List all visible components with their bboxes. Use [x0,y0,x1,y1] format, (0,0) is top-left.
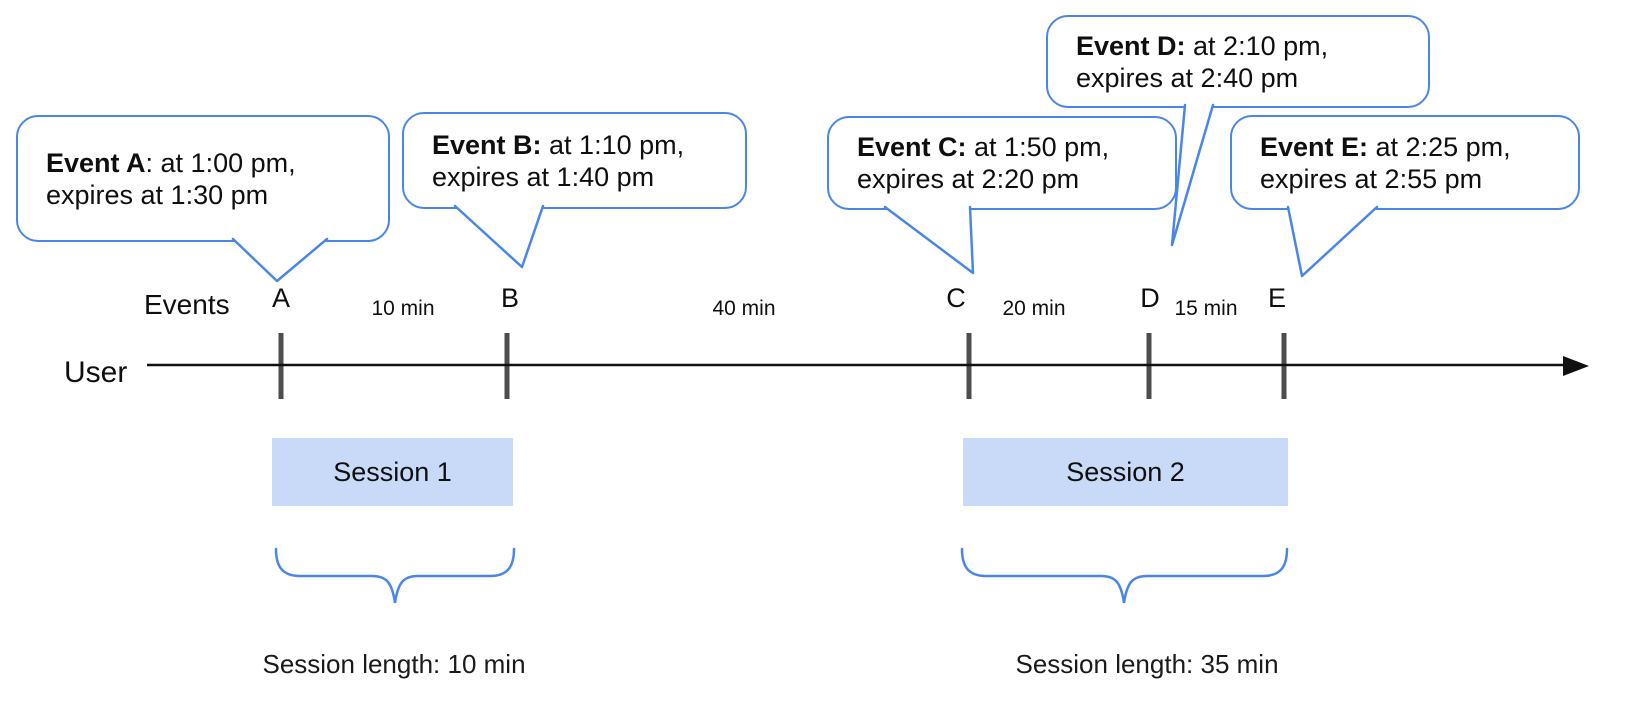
tick-label-e: E [1267,283,1287,313]
bubble-a-expiry: expires at 1:30 pm [46,179,269,210]
tick-a [278,333,284,399]
bubble-c-tail [883,205,975,275]
bubble-a-tail [231,237,329,283]
session-1-box: Session 1 [272,438,513,506]
event-bubble-e: Event E: at 2:25 pm, expires at 2:55 pm [1230,115,1580,210]
tick-c [966,333,972,399]
bubble-a-text: Event A: at 1:00 pm, expires at 1:30 pm [46,147,296,210]
tick-label-d: D [1140,283,1160,313]
session-2-label: Session 2 [1066,456,1185,487]
bubble-c-expiry: expires at 2:20 pm [857,164,1080,194]
session-1-label: Session 1 [333,456,452,487]
session-2-brace [960,547,1289,604]
bubble-d-tail [1170,103,1215,247]
session-1-length-label: Session length: 10 min [262,649,526,679]
gap-label-a-b: 10 min [371,297,435,320]
user-axis-label: User [64,356,128,389]
tick-e [1281,333,1287,399]
bubble-b-tail [453,204,545,269]
session-1-brace [274,547,516,604]
events-header-label: Events [144,289,230,320]
session-2-length-label: Session length: 35 min [1015,649,1279,679]
tick-label-c: C [946,283,966,313]
tick-label-a: A [271,283,291,313]
tick-d [1146,333,1152,399]
timeline-arrowhead [1563,356,1589,376]
session-2-box: Session 2 [963,438,1288,506]
event-bubble-c: Event C: at 1:50 pm, expires at 2:20 pm [827,116,1177,210]
gap-label-d-e: 15 min [1174,297,1238,320]
bubble-b-text: Event B: at 1:10 pm, expires at 1:40 pm [432,129,685,192]
bubble-b-expiry: expires at 1:40 pm [432,161,655,192]
tick-label-b: B [500,283,520,313]
bubble-d-title: Event D: [1076,30,1186,61]
event-bubble-a: Event A: at 1:00 pm, expires at 1:30 pm [16,115,390,242]
bubble-a-title: Event A [46,147,146,178]
gap-label-c-d: 20 min [1002,297,1066,320]
bubble-e-tail [1286,205,1379,278]
event-bubble-d: Event D: at 2:10 pm, expires at 2:40 pm [1046,15,1430,108]
bubble-d-text: Event D: at 2:10 pm, expires at 2:40 pm [1076,30,1329,93]
bubble-e-expiry: expires at 2:55 pm [1260,163,1483,194]
bubble-b-title: Event B: [432,129,542,160]
event-bubble-b: Event B: at 1:10 pm, expires at 1:40 pm [402,112,747,209]
bubble-e-text: Event E: at 2:25 pm, expires at 2:55 pm [1260,131,1511,194]
bubble-d-expiry: expires at 2:40 pm [1076,62,1299,93]
tick-b [504,333,510,399]
bubble-e-title: Event E: [1260,131,1369,162]
bubble-c-text: Event C: at 1:50 pm, expires at 2:20 pm [857,132,1110,194]
gap-label-b-c: 40 min [712,297,776,320]
bubble-c-title: Event C: [857,132,967,162]
